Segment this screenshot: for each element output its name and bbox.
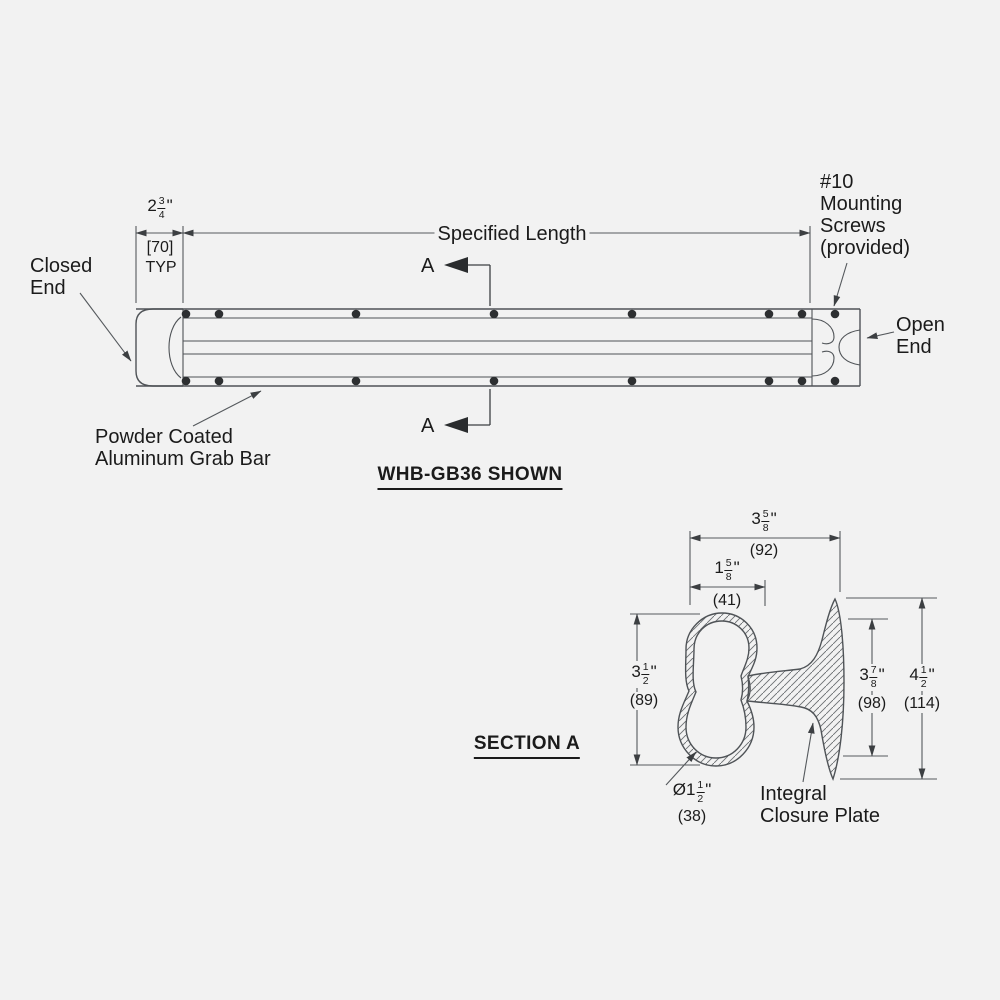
section-title: SECTION A: [473, 733, 581, 759]
grip-width-dim-metric: (41): [712, 592, 742, 609]
elevation-title: WHB-GB36 SHOWN: [377, 464, 563, 490]
dim-unit: ": [705, 780, 712, 800]
screw-dot: [489, 309, 499, 319]
section-profile: [677, 597, 845, 781]
open-end-leader: [866, 331, 895, 340]
mounting-screws-label: #10 Mounting Screws (provided): [820, 171, 911, 259]
dim-unit: ": [166, 196, 173, 216]
grip-diameter-leader: [665, 751, 697, 786]
dim-whole: 1: [714, 558, 724, 578]
screw-dot: [797, 309, 807, 319]
section-cut-markers: [444, 257, 491, 433]
plate-height-dim-metric: (114): [900, 695, 944, 713]
grip-height-dim-metric: (89): [626, 692, 662, 710]
specified-length-label: Specified Length: [434, 222, 590, 246]
screw-dot: [830, 376, 840, 386]
closure-plate-label: Integral Closure Plate: [760, 783, 881, 827]
section-marker-a-bottom: A: [421, 415, 435, 437]
closure-plate-leader: [802, 722, 815, 783]
grip-diameter-dim-metric: (38): [677, 808, 707, 825]
closure-plate-and-web: [746, 597, 845, 781]
dim-whole: 3: [631, 662, 641, 682]
closed-end-leader: [79, 292, 132, 362]
screw-dot: [214, 376, 224, 386]
dim-unit: ": [878, 665, 885, 685]
screw-dot: [181, 309, 191, 319]
cut-arrow-top: [444, 257, 468, 273]
section-marker-a-top: A: [421, 255, 435, 277]
screw-dot: [627, 309, 637, 319]
screw-dot: [627, 376, 637, 386]
screw-dot: [797, 376, 807, 386]
open-end-curl-top: [811, 318, 835, 345]
grip-inner-cavity: [685, 620, 750, 759]
dim-whole: 1: [685, 780, 696, 800]
dim-unit: ": [650, 662, 657, 682]
screw-dot: [214, 309, 224, 319]
screw-dot: [489, 376, 499, 386]
dim-whole: 3: [859, 665, 869, 685]
closed-end-dome: [168, 316, 182, 379]
grab-bar-elevation: [135, 308, 861, 387]
screw-dot: [351, 309, 361, 319]
open-end-label: Open End: [896, 314, 945, 358]
plate-inner-height-dim-metric: (98): [854, 695, 890, 713]
dim-diameter-symbol: Ø: [672, 780, 686, 800]
dim-unit: ": [733, 558, 740, 578]
dim-whole: 4: [909, 665, 919, 685]
mounting-screws-leader: [833, 262, 848, 307]
screw-dot: [351, 376, 361, 386]
leader-lines: [79, 262, 895, 427]
closed-end-label: Closed End: [30, 255, 93, 299]
cut-arrow-bottom: [444, 417, 468, 433]
end-spacing-dim-metric: [70]: [146, 239, 174, 256]
screw-dot: [181, 376, 191, 386]
powder-coated-leader: [192, 390, 262, 427]
open-end-plate-edge: [838, 329, 861, 366]
dim-unit: ": [928, 665, 935, 685]
screw-dot: [764, 376, 774, 386]
powder-coated-label: Powder Coated Aluminum Grab Bar: [95, 426, 271, 470]
section-dimension-lines: [630, 531, 937, 786]
dim-whole: 3: [751, 509, 761, 529]
overall-width-dim-metric: (92): [749, 542, 779, 559]
dim-unit: ": [770, 509, 777, 529]
mounting-screw-dots: [181, 309, 840, 386]
end-spacing-dim-typ: TYP: [145, 259, 177, 276]
screw-dot: [830, 309, 840, 319]
closed-end-cap: [135, 308, 183, 387]
dim-whole: 2: [147, 196, 157, 216]
open-end-curl-bottom: [811, 350, 835, 377]
screw-dot: [764, 309, 774, 319]
